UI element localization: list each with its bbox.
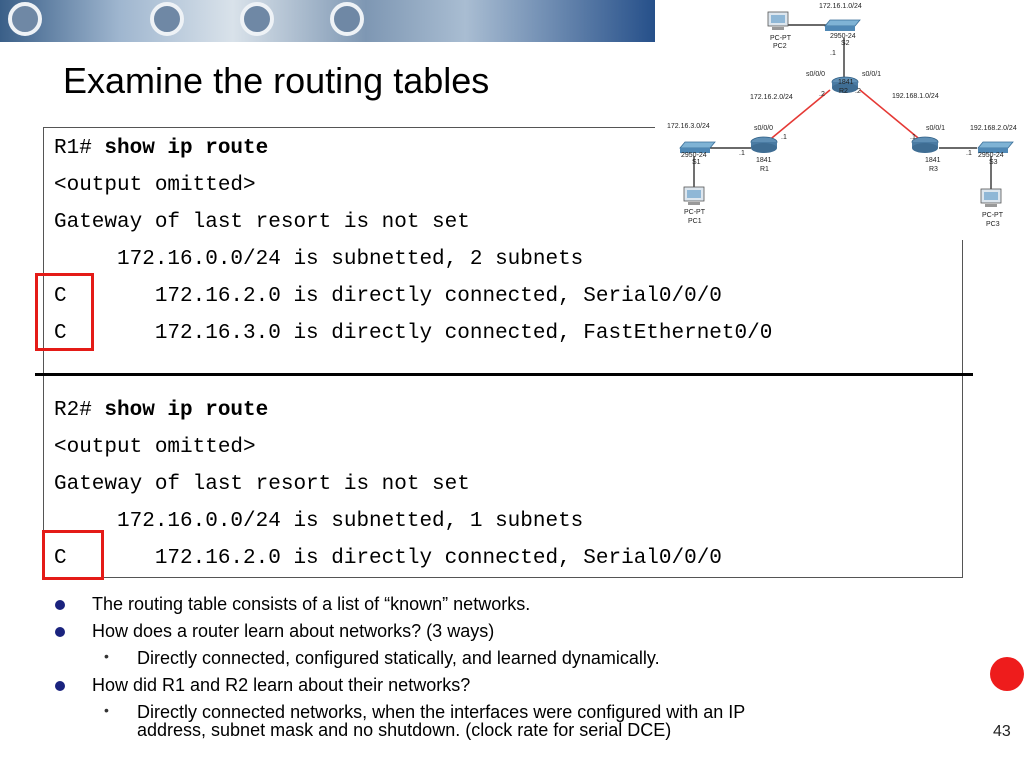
pc1-icon [683, 186, 705, 205]
bullet-text: How did R1 and R2 learn about their netw… [92, 675, 471, 695]
switch-s3-icon [977, 141, 1014, 153]
film-reel-decoration [330, 2, 364, 36]
r1-dot1-fa-label: .1 [739, 150, 745, 157]
r1-output-line: 172.16.0.0/24 is subnetted, 2 subnets [54, 248, 584, 271]
bullet-text: The routing table consists of a list of … [92, 594, 531, 614]
sub-bullet-icon: • [104, 702, 109, 718]
net-s3-label: 192.168.2.0/24 [970, 125, 1017, 132]
router-r2-icon [831, 76, 859, 93]
r2-output-line: 172.16.0.0/24 is subnetted, 1 subnets [54, 510, 584, 533]
serial-link-r2-r3 [859, 89, 924, 143]
pc1-name-label: PC1 [688, 218, 702, 225]
serial-link-r1-r2 [766, 89, 831, 143]
switch-s1-icon [679, 141, 716, 153]
net-right-label: 192.168.1.0/24 [892, 93, 939, 100]
r2-dot2-left-label: .2 [819, 91, 825, 98]
r3-model-label: 1841 [925, 157, 941, 164]
r2-dot2-right-label: .2 [855, 88, 861, 95]
net-left-label: 172.16.2.0/24 [750, 94, 793, 101]
r2-code-highlight [42, 530, 104, 580]
film-reel-decoration [8, 2, 42, 36]
s1-name-label: S1 [692, 159, 701, 166]
r1-command: show ip route [91, 137, 269, 160]
sub-bullet-text: Directly connected, configured staticall… [137, 648, 660, 668]
bullet-dot-icon [55, 681, 65, 691]
r2-s000-label: s0/0/0 [806, 71, 825, 78]
r2-dot1-label: .1 [830, 50, 836, 57]
network-topology-diagram: 172.16.1.0/24 2950-24 S2 PC-PT PC2 .1 s0… [655, 0, 1024, 240]
section-divider [35, 373, 973, 376]
sub-bullet-text-continued: address, subnet mask and no shutdown. (c… [137, 720, 672, 740]
r2-command: show ip route [91, 399, 269, 422]
r1-command-line: R1# show ip route [54, 137, 268, 161]
s1-model-label: 2950-24 [681, 152, 707, 159]
r3-s001-label: s0/0/1 [926, 125, 945, 132]
r2-s001-label: s0/0/1 [862, 71, 881, 78]
pc2-type-label: PC-PT [770, 35, 792, 42]
r1-code-highlight [35, 273, 94, 351]
header-banner-image [0, 0, 665, 42]
r2-name-label: R2 [839, 88, 848, 95]
film-reel-decoration [240, 2, 274, 36]
r1-model-label: 1841 [756, 157, 772, 164]
pc2-name-label: PC2 [773, 43, 787, 50]
pc2-icon [767, 11, 789, 30]
r3-dot1-fa-label: .1 [966, 150, 972, 157]
sub-bullet-text: Directly connected networks, when the in… [137, 702, 746, 722]
router-r3-icon [911, 136, 939, 153]
router-r1-icon [750, 136, 778, 153]
r1-prompt: R1# [54, 137, 92, 160]
pc3-name-label: PC3 [986, 221, 1000, 228]
switch-s2-icon [824, 19, 861, 31]
r2-prompt: R2# [54, 399, 92, 422]
r3-name-label: R3 [929, 166, 938, 173]
r2-command-line: R2# show ip route [54, 399, 268, 423]
s3-name-label: S3 [989, 159, 998, 166]
r2-output-line: Gateway of last resort is not set [54, 473, 470, 496]
s3-model-label: 2950-24 [978, 152, 1004, 159]
r1-name-label: R1 [760, 166, 769, 173]
net-s1-label: 172.16.3.0/24 [667, 123, 710, 130]
net-top-label: 172.16.1.0/24 [819, 3, 862, 10]
sub-bullet-icon: • [104, 648, 109, 664]
bullet-dot-icon [55, 627, 65, 637]
routing-table-box [43, 127, 963, 578]
r2-output-line: <output omitted> [54, 436, 256, 459]
film-reel-decoration [150, 2, 184, 36]
slide-title: Examine the routing tables [63, 60, 490, 101]
page-number: 43 [993, 723, 1011, 740]
pc3-icon [980, 188, 1002, 207]
pc1-type-label: PC-PT [684, 209, 706, 216]
r1-route-entry: C 172.16.3.0 is directly connected, Fast… [54, 322, 773, 345]
r3-dot1-serial-label: .1 [910, 134, 916, 141]
red-circle-marker [990, 657, 1024, 691]
pc3-type-label: PC-PT [982, 212, 1004, 219]
bullet-text: How does a router learn about networks? … [92, 621, 495, 641]
s2-model-label: 2950-24 [830, 33, 856, 40]
r1-route-entry: C 172.16.2.0 is directly connected, Seri… [54, 285, 722, 308]
r2-route-entry: C 172.16.2.0 is directly connected, Seri… [54, 547, 722, 570]
r1-output-line: <output omitted> [54, 174, 256, 197]
r1-output-line: Gateway of last resort is not set [54, 211, 470, 234]
r2-model-label: 1841 [838, 79, 854, 86]
r1-s000-label: s0/0/0 [754, 125, 773, 132]
s2-name-label: S2 [841, 40, 850, 47]
r1-dot1-serial-label: .1 [781, 134, 787, 141]
bullet-dot-icon [55, 600, 65, 610]
